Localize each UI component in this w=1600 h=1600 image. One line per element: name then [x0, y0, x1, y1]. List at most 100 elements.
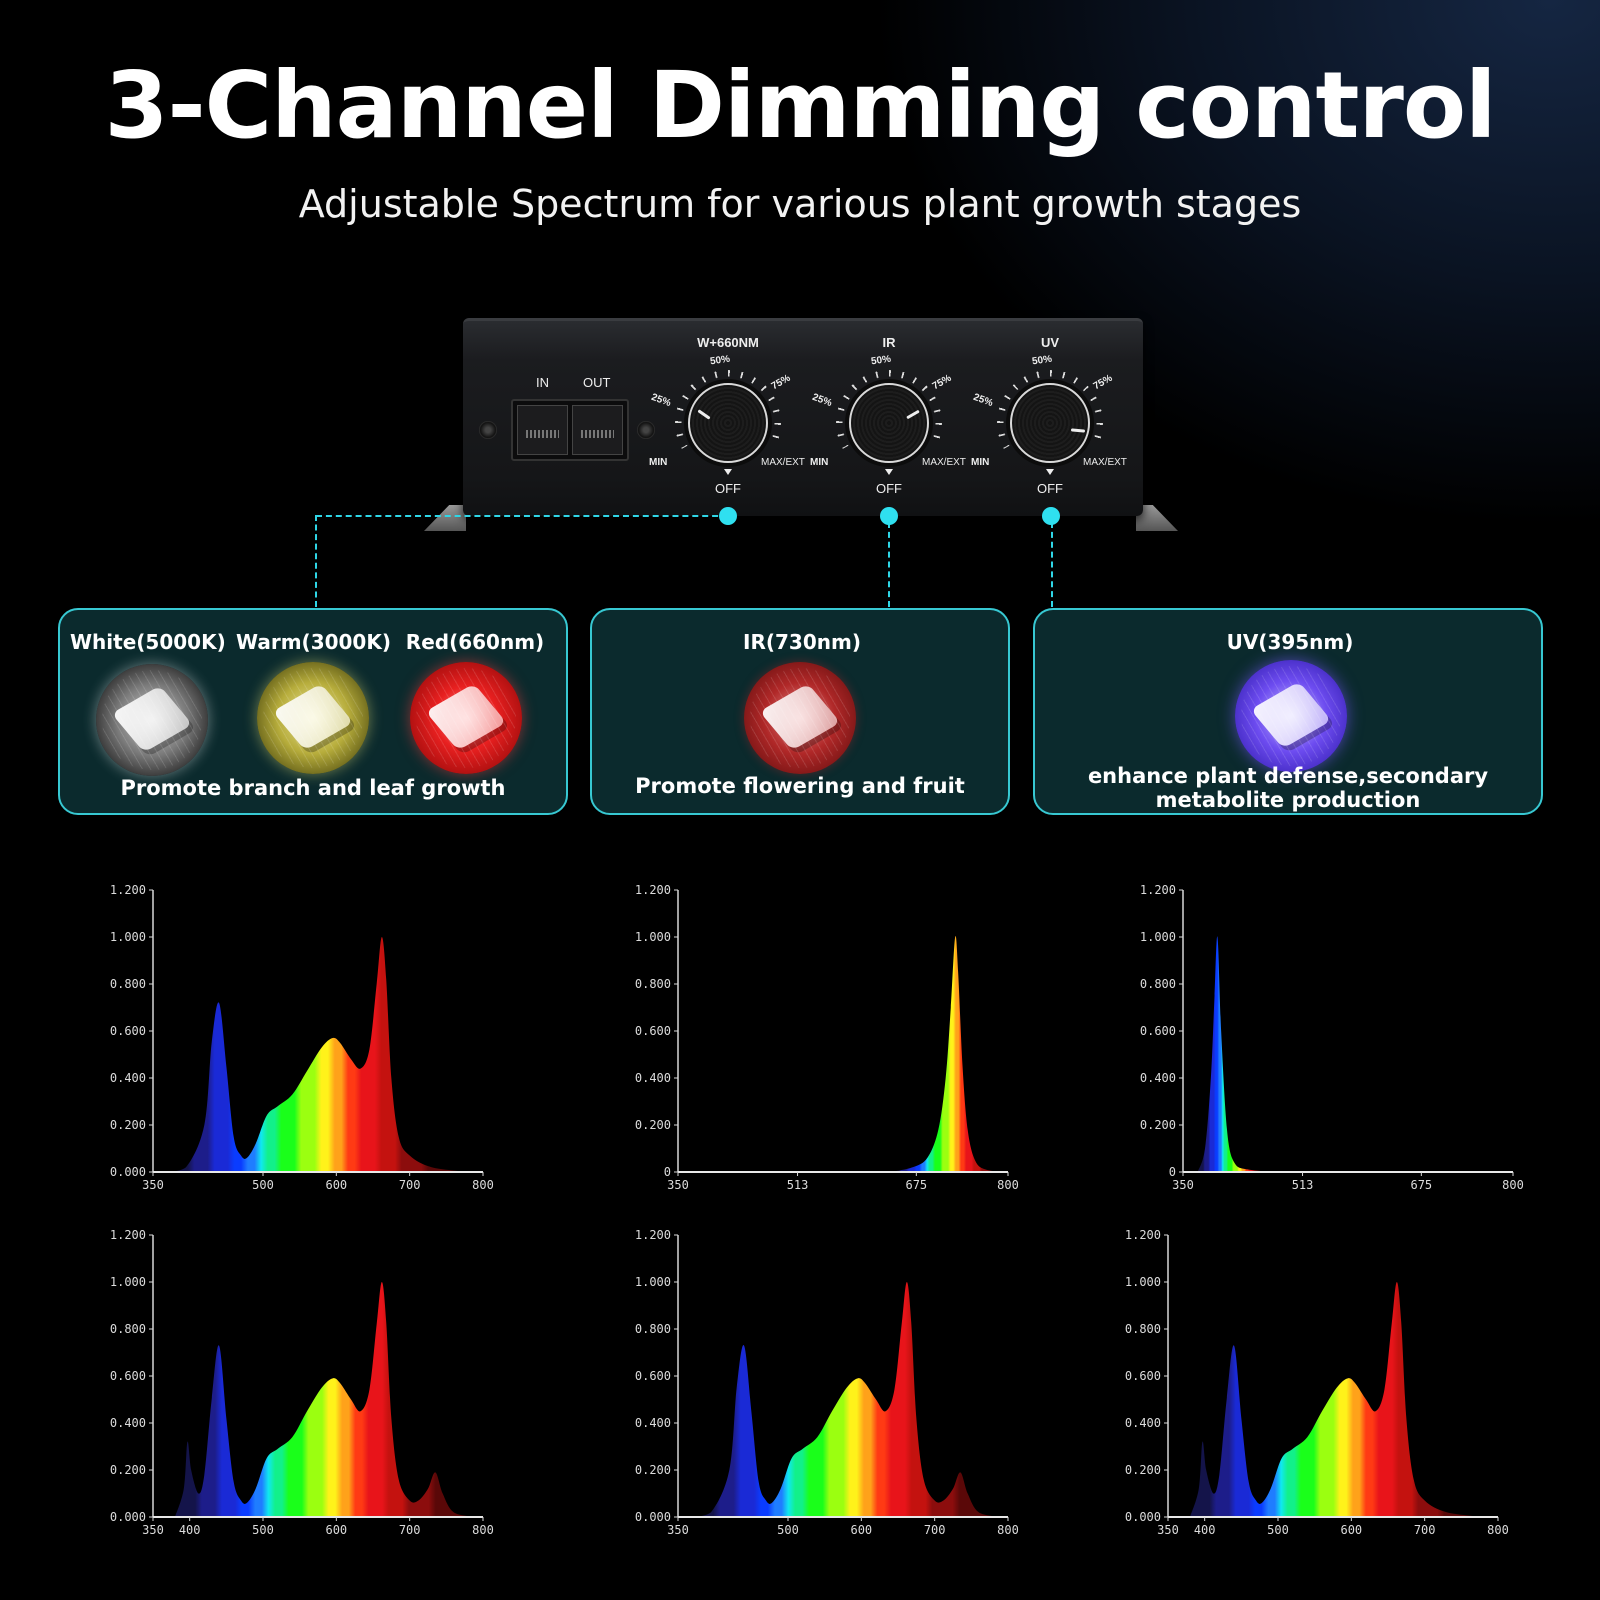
svg-text:0.400: 0.400 [1140, 1071, 1176, 1085]
tick-50: 50% [709, 353, 731, 368]
svg-text:600: 600 [1340, 1523, 1362, 1537]
tick-75: 75% [1091, 372, 1115, 393]
dimmer-knob-ir[interactable] [849, 383, 929, 463]
svg-text:0.200: 0.200 [635, 1463, 671, 1477]
svg-text:0.000: 0.000 [1125, 1510, 1161, 1524]
led-label-ir: IR(730nm) [743, 630, 861, 654]
svg-text:0.800: 0.800 [635, 1322, 671, 1336]
led-label-uv: UV(395nm) [1226, 630, 1354, 654]
svg-text:0.000: 0.000 [635, 1510, 671, 1524]
knob-label: IR [882, 335, 896, 350]
led-chip-white-icon [96, 664, 208, 776]
led-chip-warm-icon [257, 662, 369, 774]
svg-text:0.200: 0.200 [635, 1118, 671, 1132]
svg-text:350: 350 [142, 1523, 164, 1537]
svg-text:350: 350 [1172, 1178, 1194, 1192]
svg-text:0.400: 0.400 [635, 1416, 671, 1430]
svg-text:700: 700 [924, 1523, 946, 1537]
svg-text:0.400: 0.400 [110, 1071, 146, 1085]
svg-text:600: 600 [325, 1178, 347, 1192]
knob-group-ir: IR MIN 25% 50% 75% MAX/EXT OFF [810, 321, 966, 519]
svg-text:800: 800 [997, 1523, 1019, 1537]
svg-text:1.200: 1.200 [1125, 1228, 1161, 1242]
channel-box-w660: White(5000K) Warm(3000K) Red(660nm) Prom… [58, 608, 568, 815]
svg-text:500: 500 [252, 1523, 274, 1537]
svg-text:0.600: 0.600 [635, 1369, 671, 1383]
tick-max: MAX/EXT [1083, 457, 1127, 468]
svg-text:800: 800 [1487, 1523, 1509, 1537]
dimmer-knob-w660[interactable] [688, 383, 768, 463]
svg-text:350: 350 [142, 1178, 164, 1192]
svg-text:500: 500 [252, 1178, 274, 1192]
svg-text:0.600: 0.600 [110, 1369, 146, 1383]
svg-text:0.200: 0.200 [1140, 1118, 1176, 1132]
svg-text:0.600: 0.600 [635, 1024, 671, 1038]
knob-off-label: OFF [876, 481, 902, 496]
svg-text:350: 350 [667, 1178, 689, 1192]
knob-label: UV [1040, 335, 1060, 350]
svg-text:500: 500 [777, 1523, 799, 1537]
svg-text:700: 700 [399, 1178, 421, 1192]
tick-min: MIN [810, 457, 829, 468]
knob-off-label: OFF [715, 481, 741, 496]
triangle-down-icon [885, 469, 893, 475]
svg-text:0.400: 0.400 [110, 1416, 146, 1430]
svg-text:800: 800 [472, 1178, 494, 1192]
svg-text:800: 800 [472, 1523, 494, 1537]
tick-min: MIN [971, 457, 990, 468]
tick-min: MIN [649, 457, 668, 468]
svg-text:0.800: 0.800 [635, 977, 671, 991]
svg-text:1.200: 1.200 [110, 883, 146, 897]
triangle-down-icon [1046, 469, 1054, 475]
svg-text:0.200: 0.200 [1125, 1463, 1161, 1477]
page-subtitle: Adjustable Spectrum for various plant gr… [298, 182, 1302, 226]
connector-line [315, 515, 317, 607]
svg-text:0.400: 0.400 [1125, 1416, 1161, 1430]
tick-50: 50% [870, 353, 892, 368]
svg-text:0.800: 0.800 [110, 977, 146, 991]
svg-text:675: 675 [1410, 1178, 1432, 1192]
svg-text:1.000: 1.000 [1125, 1275, 1161, 1289]
screw-icon [637, 421, 655, 439]
svg-text:400: 400 [1194, 1523, 1216, 1537]
knob-off-label: OFF [1037, 481, 1063, 496]
svg-text:1.000: 1.000 [635, 1275, 671, 1289]
svg-text:0.200: 0.200 [110, 1118, 146, 1132]
tick-max: MAX/EXT [922, 457, 966, 468]
svg-text:0: 0 [664, 1165, 671, 1179]
dimmer-controller: IN OUT W+660NM MIN 25% 50% 75% MAX/EXT O… [463, 318, 1143, 516]
connector-line [888, 522, 890, 607]
led-label-red: Red(660nm) [405, 630, 545, 654]
knob-label: W+660NM [697, 335, 759, 350]
channel-description-line1: enhance plant defense,secondary [1087, 764, 1489, 788]
svg-text:600: 600 [325, 1523, 347, 1537]
knob-group-w660: W+660NM MIN 25% 50% 75% MAX/EXT OFF [649, 321, 805, 519]
svg-text:1.200: 1.200 [110, 1228, 146, 1242]
led-chip-red-icon [410, 662, 522, 774]
svg-text:0.600: 0.600 [110, 1024, 146, 1038]
svg-text:800: 800 [997, 1178, 1019, 1192]
svg-text:400: 400 [179, 1523, 201, 1537]
svg-text:0.600: 0.600 [1125, 1369, 1161, 1383]
svg-text:500: 500 [1267, 1523, 1289, 1537]
svg-text:1.200: 1.200 [635, 1228, 671, 1242]
connector-dot-ir [880, 507, 898, 525]
svg-text:800: 800 [1502, 1178, 1524, 1192]
led-label-warm: Warm(3000K) [236, 630, 391, 654]
svg-text:700: 700 [399, 1523, 421, 1537]
svg-text:0.400: 0.400 [635, 1071, 671, 1085]
svg-text:700: 700 [1414, 1523, 1436, 1537]
svg-text:600: 600 [850, 1523, 872, 1537]
svg-text:0.000: 0.000 [110, 1165, 146, 1179]
rj45-out-port[interactable] [572, 405, 623, 455]
svg-text:0: 0 [1169, 1165, 1176, 1179]
tick-max: MAX/EXT [761, 457, 805, 468]
svg-text:675: 675 [905, 1178, 927, 1192]
tick-50: 50% [1031, 353, 1053, 368]
channel-box-uv: UV(395nm) enhance plant defense,secondar… [1033, 608, 1543, 815]
rj45-in-port[interactable] [517, 405, 568, 455]
dimmer-knob-uv[interactable] [1010, 383, 1090, 463]
